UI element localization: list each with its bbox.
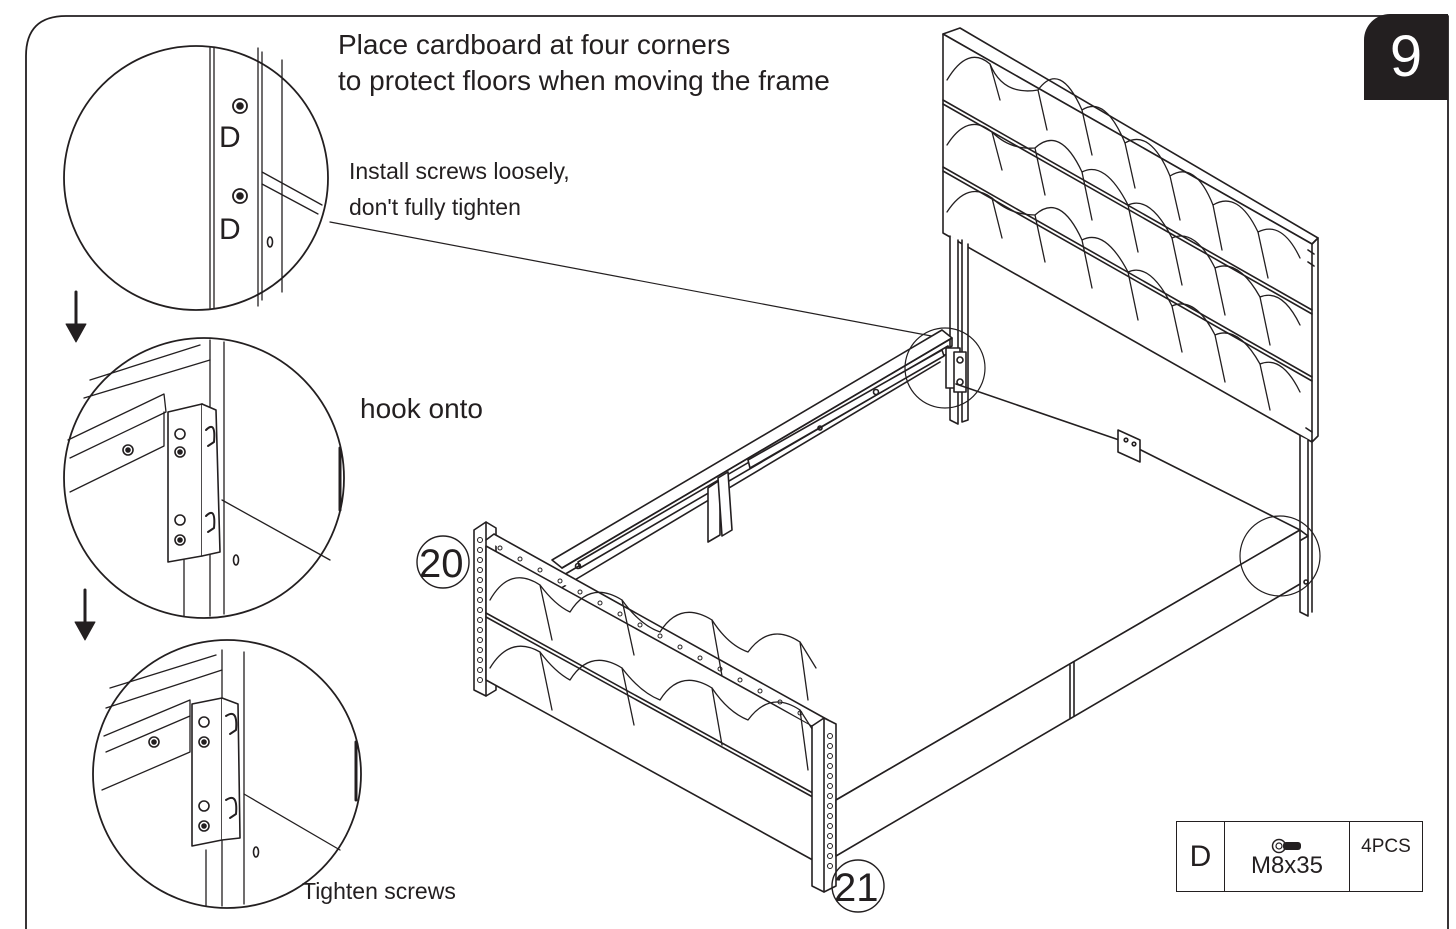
down-arrow-2	[74, 588, 96, 641]
instruction-cardboard-line-2: to protect floors when moving the frame	[338, 65, 830, 96]
center-support	[955, 383, 1301, 531]
callout-leader-line	[329, 221, 943, 339]
detail-circle-tighten-screws	[92, 639, 362, 909]
instruction-hook-onto: hook onto	[360, 393, 483, 424]
headboard	[942, 27, 1319, 617]
footboard-scallop-pattern	[489, 577, 817, 771]
hardware-size-cell: M8x35	[1224, 821, 1350, 892]
hardware-size: M8x35	[1250, 851, 1324, 879]
step-number-badge: 9	[1364, 14, 1448, 100]
hardware-id: D	[1176, 821, 1225, 892]
part-number-21: 21	[834, 866, 879, 910]
detail-marker-back-corner	[904, 327, 986, 409]
instruction-loose-line-1: Install screws loosely,	[349, 158, 570, 184]
screw-icon	[1271, 838, 1301, 853]
detail-marker-front-corner	[1239, 515, 1321, 597]
part-21-circle	[831, 859, 885, 913]
headboard-scallop-pattern	[946, 56, 1301, 411]
footboard-left-post-studs	[477, 537, 483, 683]
hardware-row: D M8x35 4PCS	[1176, 821, 1423, 892]
down-arrow-1	[65, 290, 87, 343]
part-20-circle	[416, 535, 470, 589]
footboard-right-post-studs	[827, 733, 833, 869]
page-frame	[25, 15, 1449, 929]
detail-circle-hook-onto	[63, 337, 345, 619]
detail-circle-install-screws	[63, 45, 329, 311]
detail-screw-label-upper: D	[219, 121, 241, 154]
instruction-tighten-screws: Tighten screws	[302, 878, 456, 904]
side-rail-left	[551, 329, 967, 591]
instruction-cardboard-line-1: Place cardboard at four corners	[338, 29, 731, 60]
footboard-top-studs	[497, 545, 803, 716]
hardware-quantity: 4PCS	[1349, 821, 1423, 892]
step-number: 9	[1389, 24, 1423, 89]
instruction-loose-line-2: don't fully tighten	[349, 194, 521, 220]
part-number-20: 20	[419, 542, 464, 586]
hardware-table: D M8x35 4PCS	[1176, 821, 1423, 892]
footboard	[473, 521, 837, 893]
detail-screw-label-lower: D	[219, 213, 241, 246]
side-rail-right	[835, 529, 1309, 857]
